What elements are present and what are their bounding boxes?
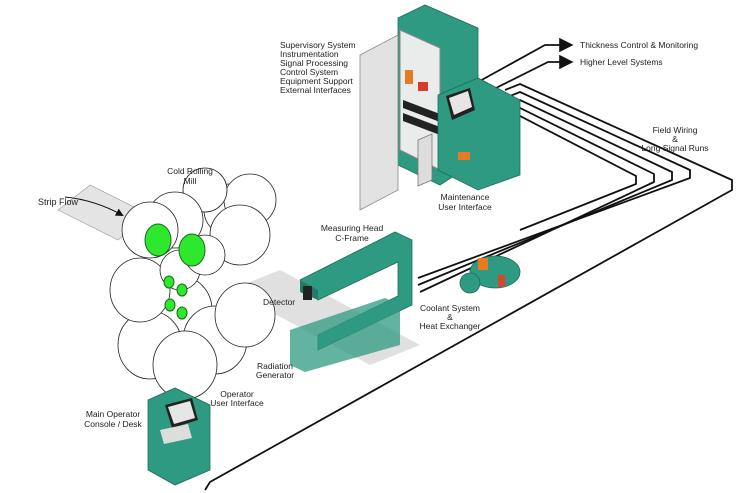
svg-text:Control System: Control System	[280, 67, 338, 77]
supervisory-cabinet	[359, 4, 521, 211]
svg-text:Instrumentation: Instrumentation	[280, 49, 339, 59]
svg-text:User Interface: User Interface	[438, 202, 492, 212]
svg-text:User Interface: User Interface	[210, 398, 264, 408]
detector-icon	[303, 286, 312, 300]
svg-text:Main Operator: Main Operator	[86, 409, 140, 419]
svg-text:Cold Rolling: Cold Rolling	[167, 166, 213, 176]
svg-text:Coolant System: Coolant System	[420, 303, 480, 313]
svg-text:Generator: Generator	[256, 370, 294, 380]
svg-text:Operator: Operator	[220, 389, 254, 399]
svg-text:Heat Exchanger: Heat Exchanger	[420, 321, 481, 331]
svg-text:Mill: Mill	[184, 176, 197, 186]
coolant-heat-exchanger	[459, 255, 521, 294]
svg-text:&: &	[672, 134, 678, 144]
svg-text:Console / Desk: Console / Desk	[84, 419, 142, 429]
measuring-head-label: Measuring Head C-Frame	[321, 223, 384, 243]
higher-level-cables	[477, 37, 574, 96]
main-console-label: Main Operator Console / Desk	[84, 409, 142, 429]
svg-text:Radiation: Radiation	[257, 361, 293, 371]
cold-rolling-mill	[109, 167, 277, 400]
operator-ui-label: Operator User Interface	[210, 389, 264, 408]
higher-level-label: Higher Level Systems	[580, 57, 663, 67]
svg-text:Signal Processing: Signal Processing	[280, 58, 348, 68]
svg-text:Long Signal Runs: Long Signal Runs	[641, 143, 708, 153]
svg-text:Field Wiring: Field Wiring	[653, 125, 698, 135]
supervisory-label: Supervisory System Instrumentation Signa…	[280, 40, 356, 95]
detector-label: Detector	[263, 297, 295, 307]
svg-text:C-Frame: C-Frame	[335, 233, 369, 243]
strip-flow-label: Strip Flow	[38, 197, 79, 207]
coolant-label: Coolant System & Heat Exchanger	[420, 303, 481, 331]
measuring-head-c-frame	[290, 231, 413, 372]
field-wiring-label: Field Wiring & Long Signal Runs	[641, 125, 708, 153]
svg-text:Equipment Support: Equipment Support	[280, 76, 353, 86]
svg-text:Maintenance: Maintenance	[441, 192, 490, 202]
svg-text:External Interfaces: External Interfaces	[280, 85, 351, 95]
svg-text:Measuring Head: Measuring Head	[321, 223, 384, 233]
main-operator-console	[147, 387, 211, 486]
thickness-control-label: Thickness Control & Monitoring	[580, 40, 698, 50]
mill-label: Cold Rolling Mill	[167, 166, 213, 186]
maintenance-label: Maintenance User Interface	[438, 192, 492, 212]
svg-text:Supervisory System: Supervisory System	[280, 40, 356, 50]
svg-text:&: &	[447, 312, 453, 322]
radiation-generator-label: Radiation Generator	[256, 361, 294, 380]
